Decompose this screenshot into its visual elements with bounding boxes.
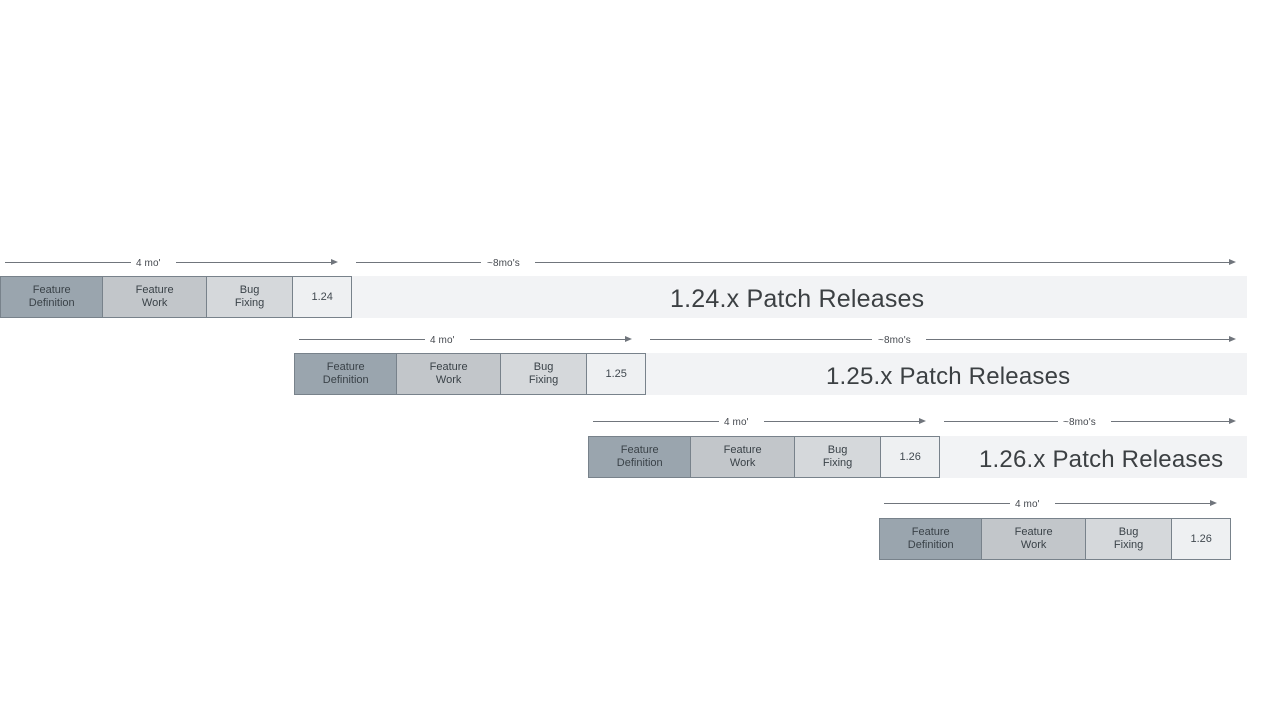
phase-bar-1-24: Feature Definition Feature Work Bug Fixi… [0,276,352,318]
phase-feature-definition-1-25: Feature Definition [295,354,398,394]
phase-bug-fixing-1-25: Bug Fixing [500,354,588,394]
phase-label-line-2: Work [1020,539,1047,551]
patch-band-1-24 [340,276,1247,318]
patch-arrow-line-left-1-24 [356,262,481,263]
dev-arrow-line-left-next [884,503,1010,504]
phase-bar-1-26: Feature Definition Feature Work Bug Fixi… [588,436,940,478]
patch-arrow-line-right-1-24 [535,262,1230,263]
phase-feature-definition-1-26: Feature Definition [589,437,692,477]
phase-label-line-2: Fixing [528,374,559,386]
phase-label-line-1: Feature [911,526,950,538]
phase-label-line-1: Feature [723,444,762,456]
phase-label-line-2: Definition [907,539,954,551]
dev-arrow-label-1-24: 4 mo' [136,258,161,269]
phase-bar-1-25: Feature Definition Feature Work Bug Fixi… [294,353,646,395]
phase-feature-definition-next: Feature Definition [880,519,983,559]
patch-arrow-head-1-25 [1229,335,1236,342]
dev-arrow-line-right-1-24 [176,262,331,263]
dev-arrow-head-next [1210,499,1217,506]
patch-band-1-26 [928,436,1247,478]
phase-label-line-2: Work [729,457,756,469]
phase-feature-work-1-25: Feature Work [397,354,501,394]
dev-arrow-line-left-1-24 [5,262,131,263]
phase-feature-work-next: Feature Work [982,519,1086,559]
phase-label-line-1: Feature [429,361,468,373]
patch-arrow-head-1-24 [1229,258,1236,265]
phase-label-line-1: Feature [326,361,365,373]
phase-label-line-1: Bug [533,361,554,373]
dev-arrow-label-1-25: 4 mo' [430,335,455,346]
phase-bug-fixing-next: Bug Fixing [1085,519,1173,559]
phase-label-line-1: Bug [239,284,260,296]
phase-label-line-1: Bug [1118,526,1139,538]
dev-arrow-head-1-25 [625,335,632,342]
patch-arrow-label-1-25: ~8mo's [878,335,911,346]
dev-arrow-head-1-24 [331,258,338,265]
phase-label-line-2: Fixing [234,297,265,309]
phase-label-line-2: Fixing [822,457,853,469]
dev-arrow-line-right-next [1055,503,1210,504]
phase-version-1-24: 1.24 [293,277,351,317]
dev-arrow-line-left-1-25 [299,339,425,340]
patch-arrow-line-right-1-25 [926,339,1230,340]
phase-label-line-1: Feature [32,284,71,296]
phase-label-line-1: Bug [827,444,848,456]
dev-arrow-line-right-1-26 [764,421,919,422]
dev-arrow-label-next: 4 mo' [1015,499,1040,510]
patch-label-1-25: 1.25.x Patch Releases [826,363,1071,390]
dev-arrow-head-1-26 [919,417,926,424]
phase-bug-fixing-1-26: Bug Fixing [794,437,882,477]
dev-arrow-label-1-26: 4 mo' [724,417,749,428]
phase-feature-work-1-26: Feature Work [691,437,795,477]
phase-bar-next: Feature Definition Feature Work Bug Fixi… [879,518,1231,560]
phase-version-1-25: 1.25 [587,354,645,394]
patch-band-1-25 [634,353,1247,395]
patch-arrow-label-1-26: ~8mo's [1063,417,1096,428]
patch-arrow-line-left-1-26 [944,421,1058,422]
patch-arrow-label-1-24: ~8mo's [487,258,520,269]
phase-label-line-1: Feature [1014,526,1053,538]
patch-arrow-head-1-26 [1229,417,1236,424]
phase-label-line-2: Work [435,374,462,386]
patch-arrow-line-right-1-26 [1111,421,1230,422]
patch-arrow-line-left-1-25 [650,339,872,340]
phase-label-line-2: Work [141,297,168,309]
phase-label-line-1: Feature [135,284,174,296]
phase-version-1-26: 1.26 [881,437,939,477]
phase-label-line-1: Feature [620,444,659,456]
patch-label-1-26: 1.26.x Patch Releases [979,446,1224,473]
phase-version-next: 1.26 [1172,519,1230,559]
phase-feature-work-1-24: Feature Work [103,277,207,317]
phase-label-line-2: Definition [28,297,75,309]
phase-label-line-2: Fixing [1113,539,1144,551]
dev-arrow-line-right-1-25 [470,339,625,340]
phase-feature-definition-1-24: Feature Definition [1,277,104,317]
phase-label-line-2: Definition [322,374,369,386]
dev-arrow-line-left-1-26 [593,421,719,422]
phase-label-line-2: Definition [616,457,663,469]
patch-label-1-24: 1.24.x Patch Releases [670,285,925,313]
phase-bug-fixing-1-24: Bug Fixing [206,277,294,317]
